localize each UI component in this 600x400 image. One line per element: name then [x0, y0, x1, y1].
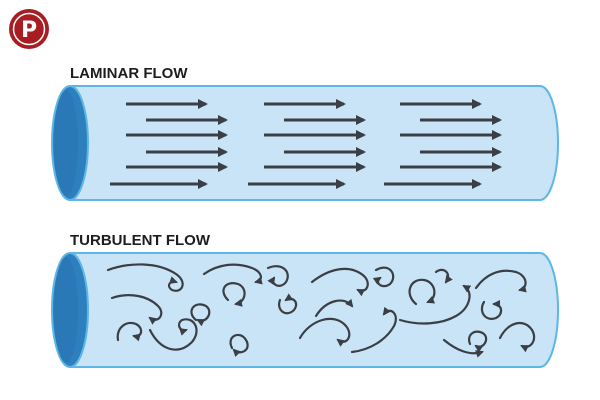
turbulent-swirl-arrow	[116, 321, 143, 342]
turbulent-swirl-arrow	[106, 263, 184, 292]
turbulent-pipe-opening-shade	[54, 257, 78, 363]
brand-logo-icon: P	[9, 9, 49, 49]
turbulent-swirl-arrow	[480, 300, 503, 320]
laminar-pipe-body	[69, 85, 559, 201]
turbulent-swirl-arrow	[110, 294, 163, 325]
turbulent-swirl-arrow	[202, 263, 263, 285]
logo-letter: P	[21, 18, 37, 43]
turbulent-swirl-arrow	[310, 267, 369, 297]
turbulent-swirl-arrow	[314, 298, 354, 318]
logo-ring	[12, 12, 46, 46]
turbulent-swirl-arrow	[350, 306, 397, 354]
turbulent-swirl-arrow	[266, 265, 289, 287]
turbulent-swirl-arrow	[298, 317, 351, 347]
turbulent-swirl-arrow	[442, 338, 484, 358]
turbulent-swirl-arrow	[229, 333, 249, 358]
turbulent-swirl-arrow	[278, 293, 298, 315]
laminar-arrows	[110, 99, 502, 189]
turbulent-swirl-arrow	[434, 268, 453, 284]
turbulent-swirl-arrow	[190, 303, 211, 327]
turbulent-swirl-arrow	[468, 330, 488, 353]
turbulent-flow-title: TURBULENT FLOW	[70, 232, 211, 249]
turbulent-swirl-arrow	[498, 321, 536, 353]
laminar-pipe	[51, 85, 559, 201]
laminar-pipe-opening-shade	[54, 90, 78, 196]
turbulent-pipe-body	[69, 252, 559, 368]
turbulent-swirl-arrow	[474, 269, 527, 293]
turbulent-swirl-arrow	[372, 266, 395, 288]
turbulent-swirl-arrow	[148, 318, 198, 351]
laminar-flow-title: LAMINAR FLOW	[70, 65, 188, 82]
turbulent-swirl-arrow	[398, 284, 472, 325]
turbulent-swirl-arrow	[408, 278, 436, 306]
turbulent-swirls	[106, 263, 536, 358]
turbulent-swirl-arrow	[222, 282, 246, 307]
turbulent-pipe	[51, 252, 559, 368]
logo-badge	[9, 9, 49, 49]
